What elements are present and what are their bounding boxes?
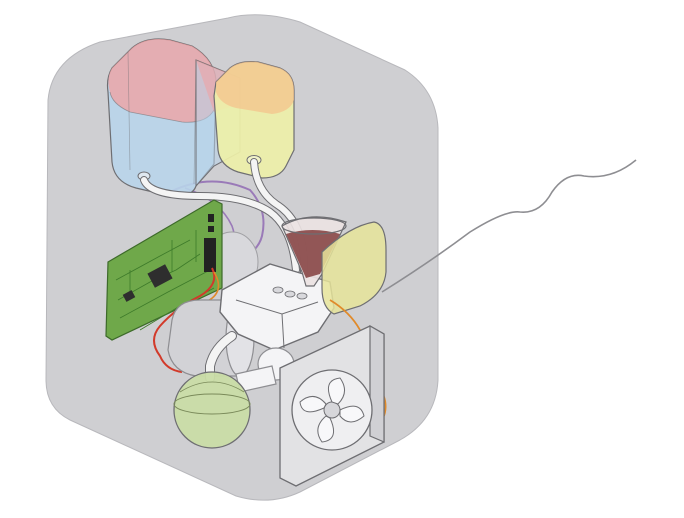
microchip <box>147 264 173 288</box>
orange-wire-right <box>329 299 361 331</box>
funnel <box>281 216 347 287</box>
microchip-small <box>122 290 136 302</box>
board-connector <box>204 238 216 272</box>
large-water-tank <box>106 38 217 197</box>
fan-blades <box>299 377 365 443</box>
circuit-board <box>105 199 223 341</box>
yellow-shield-panel <box>321 221 387 315</box>
fan-unit <box>279 324 385 487</box>
power-cord <box>381 159 637 293</box>
green-sphere-tank <box>173 371 251 449</box>
red-wire <box>153 267 216 373</box>
